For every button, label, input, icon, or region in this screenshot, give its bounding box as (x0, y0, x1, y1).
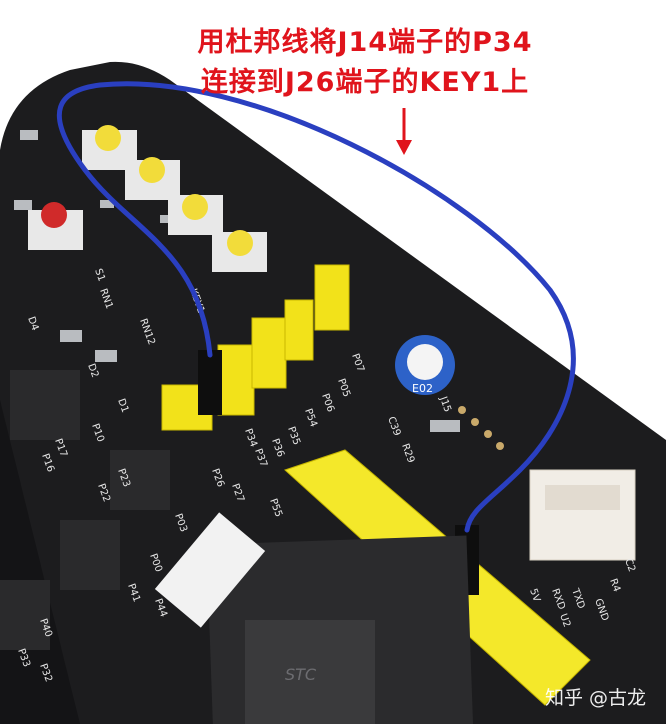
j15-header (458, 406, 504, 450)
button-yellow (139, 157, 165, 183)
white-connector (529, 469, 636, 561)
watermark: 知乎 @古龙 (545, 687, 647, 709)
label-5v: 5V (527, 587, 542, 603)
silkscreen-banner (154, 512, 266, 628)
button-yellow (182, 194, 208, 220)
annotation-line-2: 连接到J26端子的KEY1上 (200, 67, 530, 98)
potentiometer: E02 (395, 335, 455, 395)
label-s1: S1 (92, 267, 107, 283)
button-red (41, 202, 67, 228)
mcu-chip: STC (206, 535, 474, 724)
label-d2: D2 (85, 362, 100, 379)
label-d1: D1 (115, 397, 130, 414)
annotation-line-1: 用杜邦线将J14端子的P34 (197, 27, 533, 58)
label-u2: U2 (557, 612, 572, 629)
dupont-wire (56, 81, 576, 533)
label-d4: D4 (25, 315, 40, 332)
down-arrow-icon (396, 108, 412, 155)
pot-label: E02 (412, 382, 433, 395)
push-buttons (28, 125, 267, 272)
button-yellow (227, 230, 253, 256)
label-j15: J15 (437, 394, 453, 413)
dupont-connector-j14 (198, 350, 222, 415)
smd-components (14, 130, 460, 432)
button-yellow (95, 125, 121, 151)
chip-label: STC (285, 665, 317, 684)
label-r4: R4 (607, 577, 622, 593)
pcb-board (0, 61, 666, 724)
label-c2: C2 (622, 557, 637, 573)
left-pin-headers (0, 370, 170, 650)
